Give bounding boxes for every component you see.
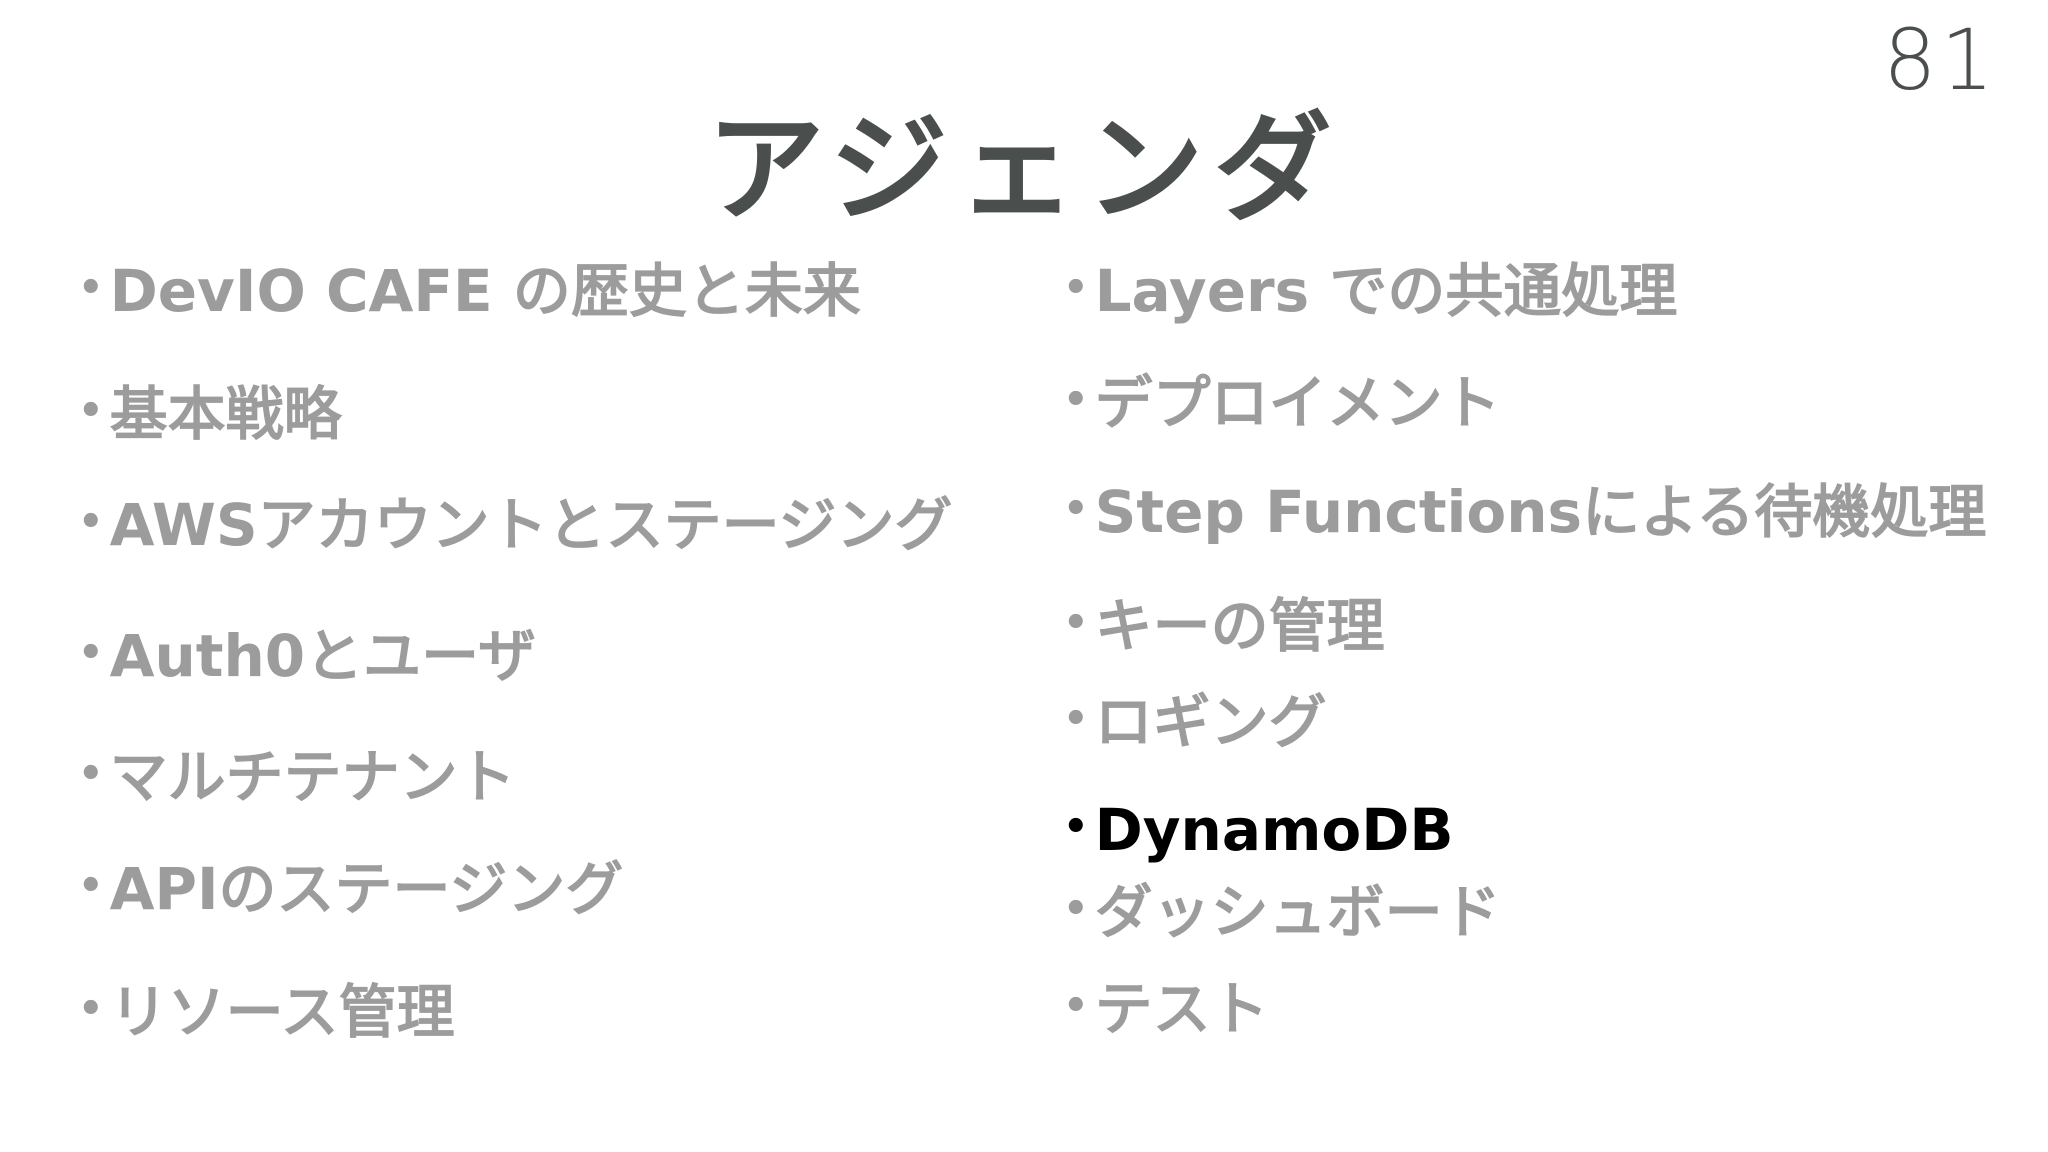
agenda-item-label: Auth0とユーザ bbox=[109, 622, 536, 690]
bullet: • bbox=[1063, 486, 1089, 532]
bullet: • bbox=[78, 751, 104, 797]
bullet: • bbox=[78, 265, 104, 311]
bullet: • bbox=[1063, 600, 1089, 646]
agenda-item-label: Layers での共通処理 bbox=[1094, 257, 1678, 325]
bullet: • bbox=[78, 499, 104, 545]
slide-title: アジェンダ bbox=[706, 100, 1342, 238]
agenda-item-right-5: •ロギング bbox=[1063, 693, 1327, 751]
agenda-item-label: ダッシュボード bbox=[1094, 878, 1501, 946]
agenda-item-left-1: •DevIO CAFE の歴史と未来 bbox=[78, 262, 861, 320]
bullet: • bbox=[1063, 804, 1089, 850]
agenda-item-left-3: •AWSアカウントとステージング bbox=[78, 496, 952, 554]
bullet: • bbox=[1063, 886, 1089, 932]
agenda-item-label: テスト bbox=[1094, 975, 1269, 1043]
agenda-item-label: ロギング bbox=[1094, 688, 1327, 756]
bullet: • bbox=[78, 630, 104, 676]
agenda-item-right-1: •Layers での共通処理 bbox=[1063, 262, 1677, 320]
page-number: 81 bbox=[1883, 11, 1998, 109]
agenda-item-left-6: •APIのステージング bbox=[78, 860, 623, 918]
bullet: • bbox=[1063, 696, 1089, 742]
agenda-item-left-5: •マルチテナント bbox=[78, 748, 516, 806]
bullet: • bbox=[1063, 377, 1089, 423]
bullet: • bbox=[78, 986, 104, 1032]
agenda-item-right-6-current: •DynamoDB bbox=[1063, 801, 1454, 859]
agenda-item-label: DynamoDB bbox=[1094, 796, 1454, 864]
agenda-item-left-2: •基本戦略 bbox=[78, 385, 342, 443]
agenda-item-label: リソース管理 bbox=[109, 978, 455, 1046]
agenda-item-label: APIのステージング bbox=[109, 855, 624, 923]
agenda-item-left-7: •リソース管理 bbox=[78, 983, 455, 1041]
agenda-item-label: Step Functionsによる待機処理 bbox=[1094, 478, 1987, 546]
agenda-item-label: デプロイメント bbox=[1094, 369, 1501, 437]
agenda-item-right-3: •Step Functionsによる待機処理 bbox=[1063, 483, 1986, 541]
agenda-item-left-4: •Auth0とユーザ bbox=[78, 627, 536, 685]
agenda-item-right-8: •テスト bbox=[1063, 980, 1269, 1038]
agenda-item-label: マルチテナント bbox=[109, 743, 516, 811]
agenda-item-label: キーの管理 bbox=[1094, 592, 1385, 660]
agenda-item-right-7: •ダッシュボード bbox=[1063, 883, 1501, 941]
agenda-item-label: DevIO CAFE の歴史と未来 bbox=[109, 257, 861, 325]
agenda-item-right-4: •キーの管理 bbox=[1063, 597, 1385, 655]
agenda-item-label: AWSアカウントとステージング bbox=[109, 491, 953, 559]
bullet: • bbox=[1063, 983, 1089, 1029]
bullet: • bbox=[78, 388, 104, 434]
agenda-item-right-2: •デプロイメント bbox=[1063, 374, 1501, 432]
bullet: • bbox=[1063, 265, 1089, 311]
agenda-item-label: 基本戦略 bbox=[109, 380, 342, 448]
bullet: • bbox=[78, 863, 104, 909]
